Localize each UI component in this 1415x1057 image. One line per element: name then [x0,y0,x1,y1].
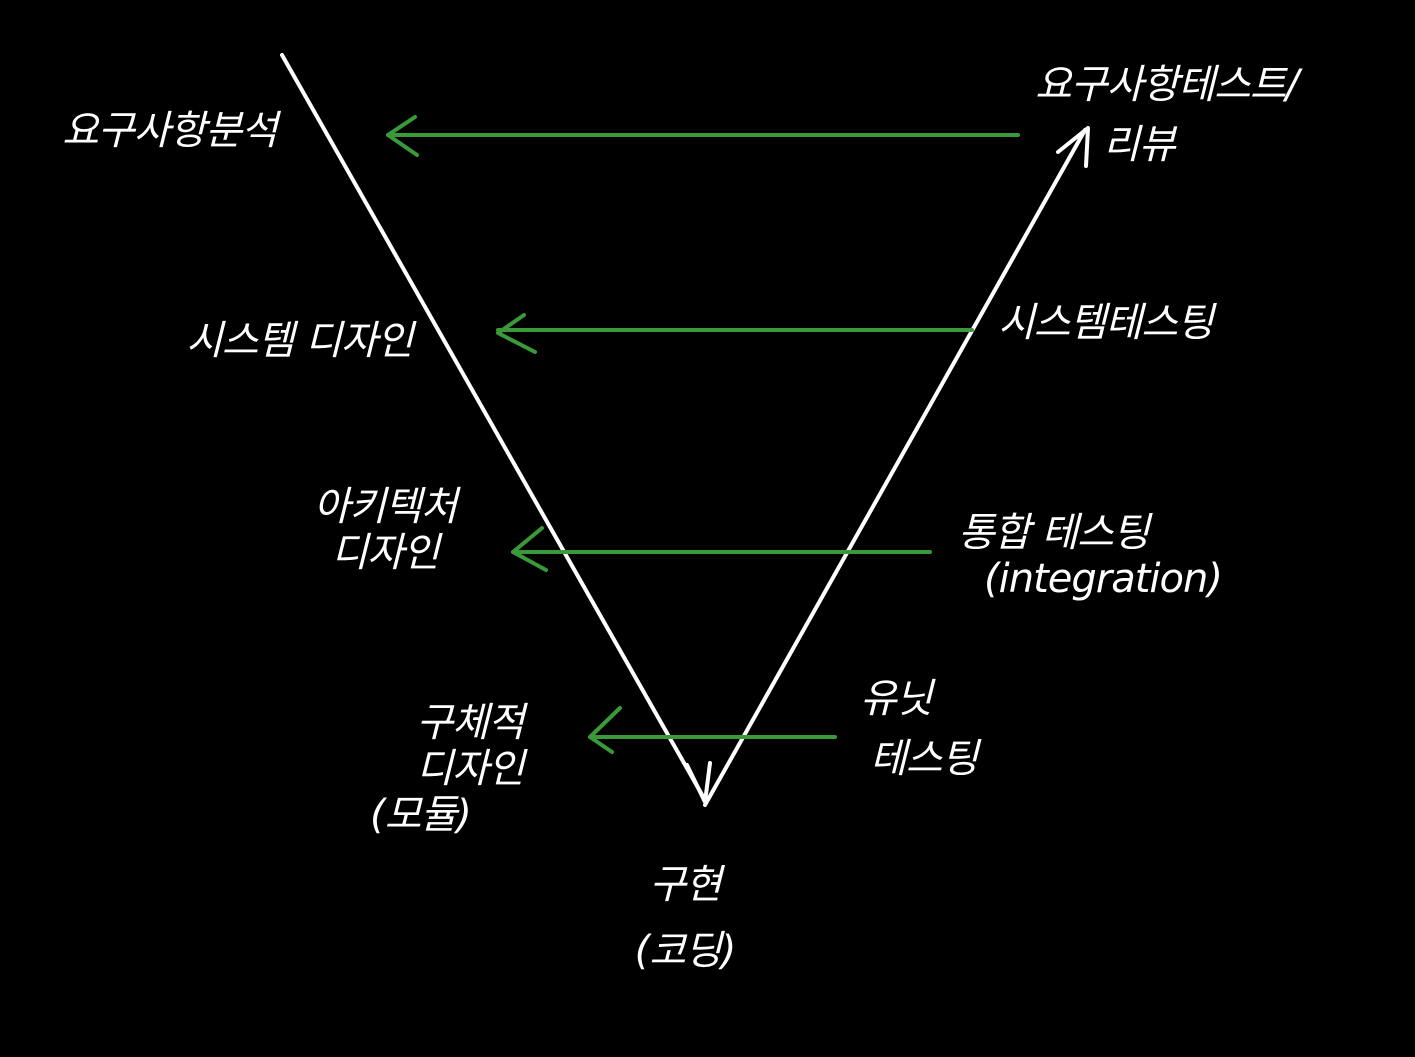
label-detailed-design: 구체적 디자인 (모듈) [370,700,570,838]
label-architecture-design: 아키텍처 디자인 [290,484,480,576]
v-left-line [280,53,707,802]
feedback-arrow-requirements [386,115,1020,157]
label-acceptance-test-line1: 요구사항테스트/ [1035,62,1299,108]
label-integration-testing-line2: (integration) [984,556,1223,602]
label-unit-testing-line2: 테스팅 [870,736,978,782]
label-system-testing: 시스템테스팅 [998,300,1214,346]
label-integration-testing-line1: 통합 테스팅 [958,510,1150,556]
label-detailed-design-line2: 디자인 [416,746,524,792]
v-left-arrowhead [685,761,712,804]
label-acceptance-test: 요구사항테스트/ 리뷰 [1035,62,1299,168]
v-right-arrowhead [1056,126,1090,168]
label-architecture-design-line1: 아키텍처 [313,484,457,530]
feedback-arrow-architecture [511,526,932,572]
label-system-design: 시스템 디자인 [186,318,414,364]
label-implementation-line1: 구현 [649,862,722,908]
label-implementation-line2: (코딩) [634,928,737,974]
label-detailed-design-line3: (모듈) [370,792,472,838]
label-unit-testing: 유닛 테스팅 [860,676,978,782]
label-architecture-design-line2: 디자인 [331,530,439,576]
label-requirements-analysis: 요구사항분석 [62,108,278,154]
label-unit-testing-line1: 유닛 [860,676,933,722]
label-implementation: 구현 (코딩) [585,862,785,974]
feedback-arrow-module [588,706,837,754]
v-right-line [703,128,1087,807]
feedback-arrow-system [496,313,974,354]
label-acceptance-test-line2: 리뷰 [1103,122,1176,168]
label-detailed-design-line1: 구체적 [416,700,524,746]
label-integration-testing: 통합 테스팅 (integration) [958,510,1223,602]
